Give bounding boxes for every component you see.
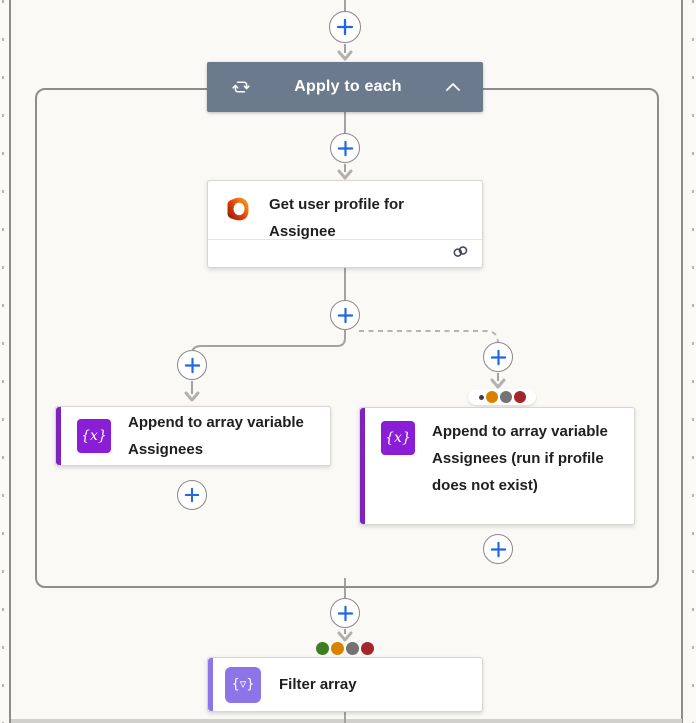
action-card-get-user-profile[interactable]: Get user profile for Assignee <box>207 180 483 268</box>
action-title: Filter array <box>279 676 357 693</box>
status-dot-skipped <box>346 642 359 655</box>
filter-array-icon: {▿} <box>225 666 261 703</box>
outer-scope-border-left <box>9 0 11 723</box>
arrowheads <box>184 50 506 642</box>
run-after-status-pill[interactable] <box>468 389 536 405</box>
loop-icon <box>231 77 251 97</box>
chevron-up-icon[interactable] <box>445 82 461 92</box>
insert-action-button-after-scope[interactable] <box>330 598 360 628</box>
action-title: Append to array variable Assignees (run … <box>432 423 608 494</box>
apply-to-each-header[interactable]: Apply to each <box>207 62 483 112</box>
run-after-status-dots[interactable] <box>316 642 376 655</box>
outer-scope-border-right <box>681 0 683 723</box>
status-dot-failed <box>361 642 374 655</box>
run-after-dashed-connector <box>359 330 499 344</box>
outer-scope-dotted-border-right <box>692 0 694 723</box>
insert-action-button-below-right-card[interactable] <box>483 534 513 564</box>
action-card-append-variable[interactable]: {x} Append to array variable Assignees <box>55 406 331 466</box>
action-card-filter-array[interactable]: {▿} Filter array <box>207 657 483 712</box>
apply-to-each-title: Apply to each <box>294 78 402 95</box>
data-operation-accent-stripe <box>208 658 213 711</box>
status-dot-timed-out <box>485 391 498 403</box>
connection-link-icon[interactable] <box>452 245 469 263</box>
insert-action-button-left-branch[interactable] <box>177 350 207 380</box>
variable-accent-stripe <box>360 408 365 524</box>
variable-icon: {x} <box>77 419 111 453</box>
insert-action-button-top[interactable] <box>329 11 361 43</box>
office365-icon <box>224 195 252 228</box>
action-title: Get user profile for Assignee <box>269 196 405 240</box>
action-title: Append to array variable Assignees <box>128 414 304 458</box>
variable-icon: {x} <box>381 421 415 455</box>
status-dot-failed <box>513 391 526 403</box>
action-card-append-variable-run-after[interactable]: {x} Append to array variable Assignees (… <box>359 407 635 525</box>
card-footer <box>208 239 482 267</box>
variable-accent-stripe <box>56 407 61 465</box>
status-dot-timed-out <box>331 642 344 655</box>
status-dot-mini <box>478 394 484 400</box>
status-dot-succeeded <box>316 642 329 655</box>
insert-action-button-below-left-card[interactable] <box>177 480 207 510</box>
canvas-bottom-edge <box>11 719 682 723</box>
status-dot-skipped <box>499 391 512 403</box>
insert-action-button-branch[interactable] <box>330 300 360 330</box>
outer-scope-dotted-border-left <box>2 0 4 723</box>
insert-action-button-in-scope[interactable] <box>330 133 360 163</box>
insert-action-button-right-branch[interactable] <box>483 342 513 372</box>
